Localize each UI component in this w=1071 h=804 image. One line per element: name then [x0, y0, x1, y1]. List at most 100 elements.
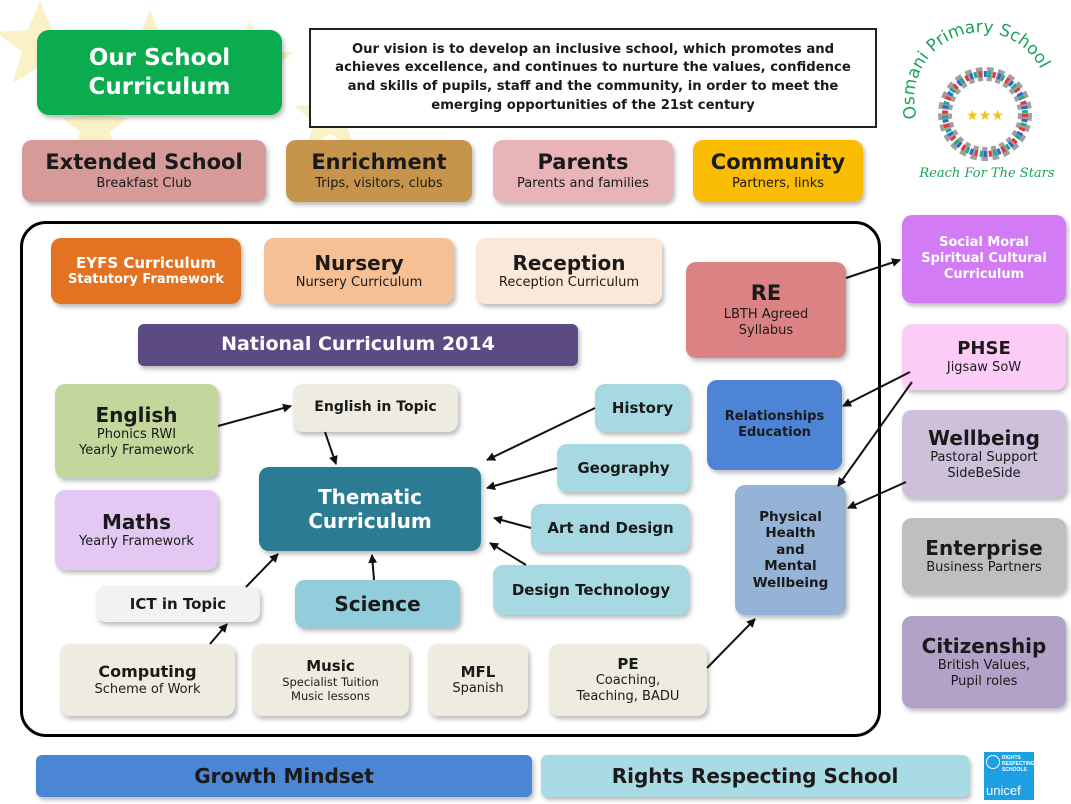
relationships-line-1: Relationships [724, 409, 825, 425]
thematic-line-1: Thematic [317, 484, 423, 509]
design-technology-box: Design Technology [493, 565, 689, 615]
smsc-line-2: Spiritual Cultural [921, 251, 1047, 267]
vision-text: Our vision is to develop an inclusive sc… [335, 41, 851, 113]
enterprise-title: Enterprise [925, 535, 1043, 560]
computing-box: Computing Scheme of Work [60, 644, 235, 716]
extended-school-title: Extended School [45, 150, 243, 175]
community-title: Community [710, 150, 846, 175]
smsc-box: Social Moral Spiritual Cultural Curricul… [902, 215, 1066, 303]
re-line-2: Syllabus [738, 322, 794, 338]
maths-subtitle: Yearly Framework [79, 534, 194, 550]
parents-subtitle: Parents and families [517, 175, 649, 191]
physical-line-3: and [776, 541, 805, 558]
rights-respecting-banner: Rights Respecting School [541, 755, 969, 797]
music-box: Music Specialist Tuition Music lessons [252, 644, 409, 716]
english-box: English Phonics RWI Yearly Framework [55, 384, 218, 478]
page-title: Our School Curriculum [37, 30, 282, 115]
wellbeing-line-2: SideBeSide [947, 466, 1021, 482]
science-label: Science [334, 591, 421, 616]
art-and-design-box: Art and Design [531, 504, 690, 552]
school-logo: Osmani Primary School ★★★ [899, 17, 1054, 161]
history-label: History [611, 398, 674, 417]
maths-title: Maths [101, 509, 172, 534]
national-curriculum-banner: National Curriculum 2014 [138, 324, 578, 366]
citizenship-line-1: British Values, [937, 658, 1031, 674]
nursery-title: Nursery [314, 250, 404, 275]
music-title: Music [306, 656, 355, 675]
ict-in-topic-box: ICT in Topic [96, 586, 260, 622]
physical-line-1: Physical [759, 508, 822, 525]
vision-statement: Our vision is to develop an inclusive sc… [309, 28, 877, 128]
citizenship-title: Citizenship [921, 633, 1047, 658]
citizenship-box: Citizenship British Values, Pupil roles [902, 616, 1066, 708]
english-in-topic-box: English in Topic [293, 384, 458, 432]
pe-title: PE [617, 654, 639, 673]
english-in-topic-label: English in Topic [314, 399, 437, 416]
wellbeing-title: Wellbeing [928, 425, 1040, 450]
mfl-subtitle: Spanish [452, 681, 504, 697]
reception-box: Reception Reception Curriculum [476, 238, 662, 304]
design-technology-label: Design Technology [511, 580, 671, 599]
mfl-title: MFL [460, 662, 496, 681]
pe-line-2: Teaching, BADU [576, 689, 680, 705]
computing-subtitle: Scheme of Work [94, 681, 201, 697]
computing-title: Computing [98, 662, 197, 682]
eyfs-title: EYFS Curriculum [75, 253, 217, 272]
badge-line-2: RESPECTING [1002, 761, 1035, 767]
wellbeing-box: Wellbeing Pastoral Support SideBeSide [902, 410, 1066, 498]
enrichment-box: Enrichment Trips, visitors, clubs [286, 140, 472, 202]
parents-title: Parents [537, 150, 629, 175]
maths-box: Maths Yearly Framework [55, 490, 218, 570]
wellbeing-line-1: Pastoral Support [930, 450, 1038, 466]
ict-in-topic-label: ICT in Topic [129, 594, 227, 613]
enrichment-title: Enrichment [311, 150, 447, 175]
science-box: Science [295, 580, 460, 628]
unicef-badge: RIGHTS RESPECTING SCHOOLS unicef [984, 752, 1035, 800]
re-box: RE LBTH Agreed Syllabus [686, 262, 846, 358]
rights-respecting-label: Rights Respecting School [611, 763, 899, 788]
national-curriculum-label: National Curriculum 2014 [221, 333, 495, 356]
smsc-line-3: Curriculum [943, 266, 1025, 282]
english-line-2: Yearly Framework [79, 443, 194, 459]
thematic-curriculum-box: Thematic Curriculum [259, 467, 481, 551]
globe-icon [986, 755, 1000, 769]
community-subtitle: Partners, links [731, 175, 825, 191]
relationships-education-box: Relationships Education [707, 380, 842, 470]
extended-school-box: Extended School Breakfast Club [22, 140, 266, 202]
music-line-1: Specialist Tuition [282, 675, 379, 690]
history-box: History [595, 384, 690, 432]
growth-mindset-banner: Growth Mindset [36, 755, 532, 797]
phse-box: PHSE Jigsaw SoW [902, 324, 1066, 390]
enrichment-subtitle: Trips, visitors, clubs [315, 175, 443, 191]
music-line-2: Music lessons [291, 689, 370, 704]
physical-line-5: Wellbeing [752, 574, 829, 591]
pe-box: PE Coaching, Teaching, BADU [549, 644, 707, 716]
badge-line-3: SCHOOLS [1002, 767, 1027, 773]
title-line-2: Curriculum [88, 73, 231, 100]
title-line-1: Our School [88, 45, 231, 72]
english-title: English [95, 402, 178, 427]
children-ring-icon: ★★★ [938, 67, 1032, 161]
eyfs-box: EYFS Curriculum Statutory Framework [51, 238, 241, 304]
phse-title: PHSE [957, 338, 1011, 360]
smsc-line-1: Social Moral [939, 235, 1029, 251]
badge-brand: unicef [986, 783, 1021, 798]
relationships-line-2: Education [738, 425, 811, 440]
mfl-box: MFL Spanish [428, 644, 528, 716]
english-line-1: Phonics RWI [96, 427, 177, 443]
nursery-box: Nursery Nursery Curriculum [264, 238, 454, 304]
re-title: RE [750, 281, 782, 306]
star-icon: ★★★ [966, 108, 1004, 124]
citizenship-line-2: Pupil roles [950, 674, 1018, 690]
reception-subtitle: Reception Curriculum [498, 275, 640, 291]
eyfs-subtitle: Statutory Framework [68, 272, 224, 288]
enterprise-box: Enterprise Business Partners [902, 518, 1066, 594]
art-and-design-label: Art and Design [547, 518, 674, 537]
physical-line-4: Mental [764, 558, 817, 575]
thematic-line-2: Curriculum [308, 509, 432, 533]
physical-line-2: Health [765, 525, 816, 542]
enterprise-subtitle: Business Partners [926, 560, 1042, 576]
parents-box: Parents Parents and families [493, 140, 673, 202]
reception-title: Reception [512, 250, 626, 275]
growth-mindset-label: Growth Mindset [194, 763, 374, 788]
